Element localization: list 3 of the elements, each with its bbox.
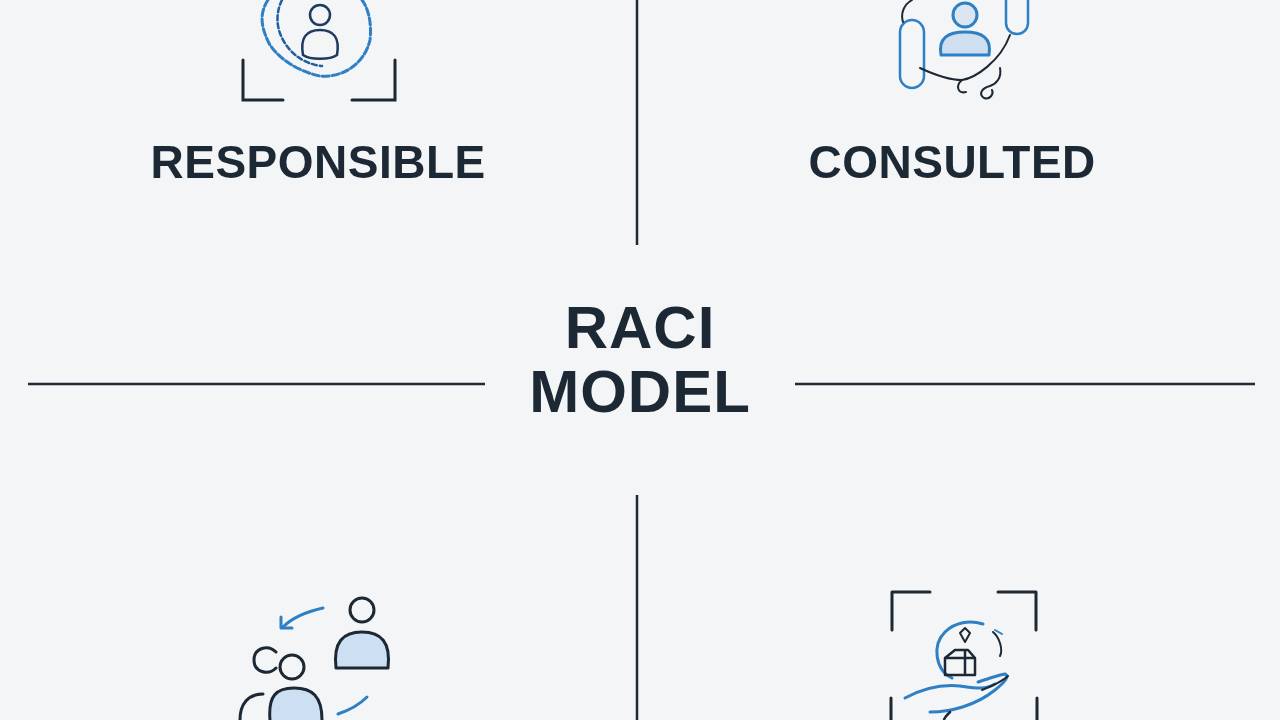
diagram-title: RACI MODEL: [528, 296, 752, 424]
role-label: CONSULTED: [808, 136, 1096, 188]
role-label: RESPONSIBLE: [150, 136, 486, 188]
